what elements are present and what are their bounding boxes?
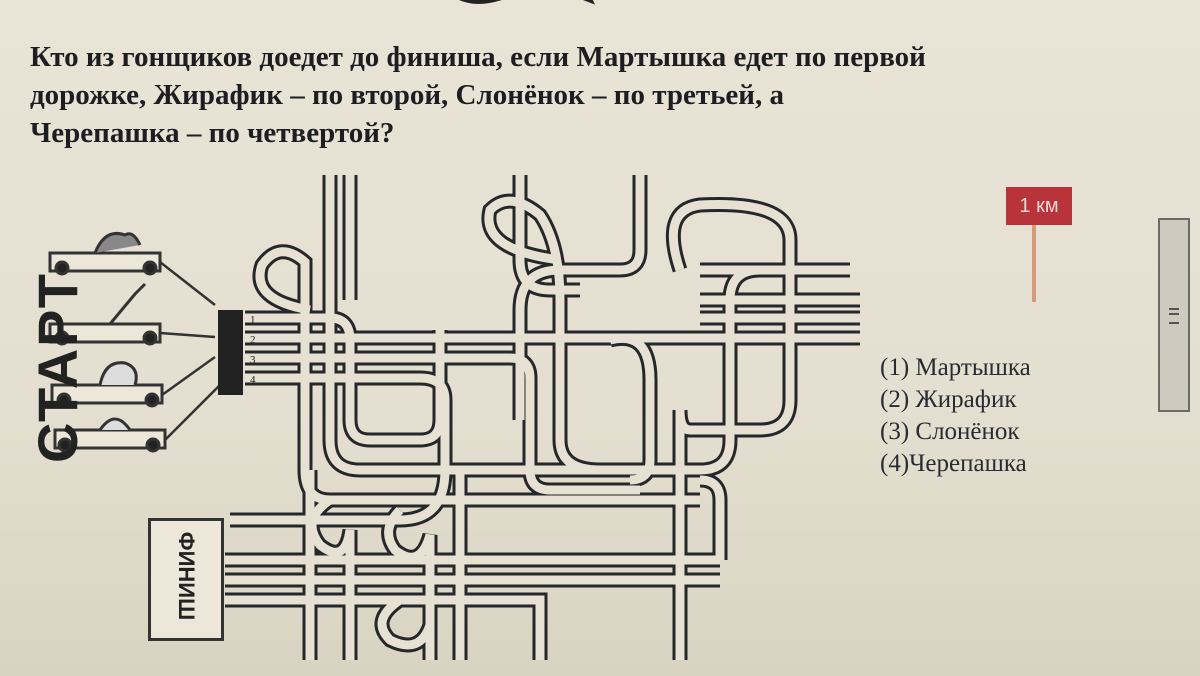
track-lane xyxy=(245,313,445,445)
track-lane xyxy=(307,496,355,660)
top-illustration-fragment xyxy=(459,0,596,5)
start-gate xyxy=(218,310,243,395)
question-line: Кто из гонщиков доедет до финиша, если М… xyxy=(30,41,926,73)
lane-number: 1 xyxy=(250,314,256,326)
track-lane xyxy=(377,596,435,650)
car-monkey xyxy=(48,232,162,276)
racer-cars xyxy=(48,232,167,453)
question-line: дорожке, Жирафик – по второй, Слонёнок –… xyxy=(30,79,784,111)
track-outline xyxy=(322,175,610,478)
track-lane xyxy=(384,506,435,660)
legend-item: (4)Черепашка xyxy=(880,450,1027,477)
lane-number: 4 xyxy=(250,374,256,386)
track-lane xyxy=(668,199,795,660)
finish-box: ФИНИШ xyxy=(148,518,224,641)
lane-number: 3 xyxy=(250,354,256,366)
distance-sign: 1 км xyxy=(1006,187,1072,225)
question-line: Черепашка – по четвертой? xyxy=(30,117,395,149)
track-lane xyxy=(325,175,610,475)
lane-number: 2 xyxy=(250,334,256,346)
scrollbar-grip-icon[interactable] xyxy=(1169,308,1179,324)
car-turtle xyxy=(53,417,167,453)
maze-tracks: 1 2 3 4 xyxy=(48,175,860,660)
legend-item: (1) Мартышка xyxy=(880,354,1031,381)
track-lane xyxy=(484,196,761,475)
sign-post xyxy=(1032,225,1036,302)
track-lane xyxy=(608,334,655,485)
racer-legend: (1) Мартышка (2) Жирафик (3) Слонёнок (4… xyxy=(880,352,1031,480)
track-lane xyxy=(699,475,725,560)
car-giraffe xyxy=(48,282,162,346)
legend-item: (2) Жирафик xyxy=(880,386,1017,413)
track-lane xyxy=(225,595,545,660)
start-label: СТАРТ xyxy=(26,272,89,463)
car-elephant xyxy=(50,361,164,408)
legend-item: (3) Слонёнок xyxy=(880,418,1020,445)
finish-label: ФИНИШ xyxy=(174,531,199,621)
start-connectors xyxy=(159,261,226,441)
question-text: Кто из гонщиков доедет до финиша, если М… xyxy=(30,38,1115,152)
vertical-scrollbar[interactable] xyxy=(1158,218,1190,412)
